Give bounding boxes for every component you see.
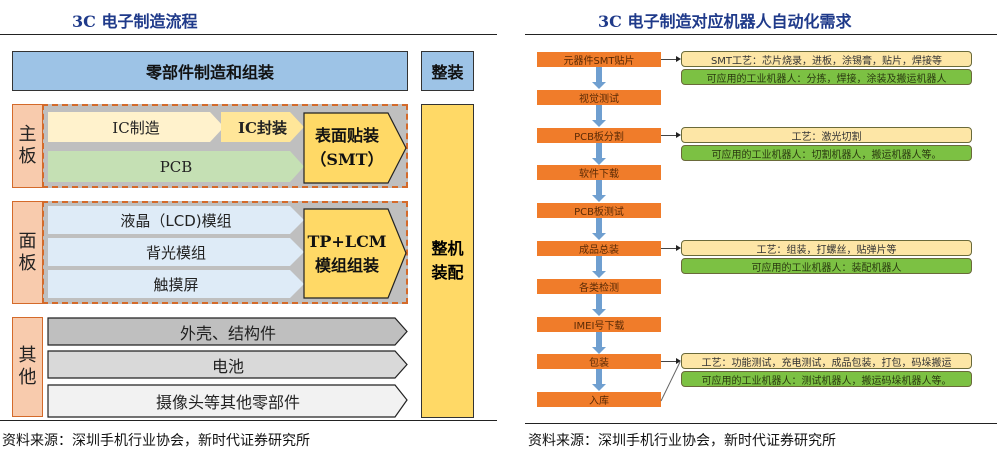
battery-arrow: 电池 xyxy=(47,350,409,379)
pentagon-shape xyxy=(303,112,407,184)
side-char: 其 xyxy=(18,345,37,366)
final-assembly-line: 整机 xyxy=(431,239,464,258)
process-step: 软件下载 xyxy=(537,165,661,180)
pentagon-shape xyxy=(303,208,407,299)
robot-note: 可应用的工业机器人：分拣，焊接，涂装及搬运机器人 xyxy=(681,69,972,85)
process-note: 工艺：组装，打螺丝，贴弹片等 xyxy=(681,240,972,256)
connector-arrow-icon xyxy=(661,245,681,251)
process-step: PCB板分割 xyxy=(537,128,661,143)
down-arrow-icon xyxy=(592,218,606,240)
arrow-label: 电池 xyxy=(211,356,244,376)
process-step: 元器件SMT贴片 xyxy=(537,52,661,67)
process-note: SMT工艺：芯片烧录，进板，涂锡膏，贴片，焊接等 xyxy=(681,51,972,67)
process-step: 视觉测试 xyxy=(537,90,661,105)
arrow-label: 外壳、结构件 xyxy=(179,323,276,343)
down-arrow-icon xyxy=(592,332,606,354)
mainboard-side-label: 主 板 xyxy=(12,104,43,188)
down-arrow-icon xyxy=(592,180,606,202)
backlight-module-arrow: 背光模组 xyxy=(48,238,304,266)
right-title-rule xyxy=(525,34,997,35)
lcd-module-arrow: 液晶（LCD)模组 xyxy=(48,206,304,234)
robot-note: 可应用的工业机器人：测试机器人，搬运码垛机器人等。 xyxy=(681,371,972,387)
assembly-line: 表面贴装 xyxy=(314,126,379,145)
final-assembly-line: 装配 xyxy=(431,263,464,282)
left-bottom-rule xyxy=(0,420,497,421)
components-header: 零部件制造和组装 xyxy=(12,51,408,91)
process-step: PCB板测试 xyxy=(537,203,661,218)
ic-manufacturing-arrow: IC制造 xyxy=(48,112,224,142)
chevron-shape xyxy=(47,350,408,379)
process-step: IMEI号下载 xyxy=(537,317,661,332)
connector-line xyxy=(660,361,681,402)
left-title-rule xyxy=(0,34,497,35)
arrow-label: 摄像头等其他零部件 xyxy=(155,393,300,412)
right-source-note: 资料来源：深圳手机行业协会，新时代证券研究所 xyxy=(528,433,836,449)
side-char: 他 xyxy=(18,367,37,388)
pcb-arrow: PCB xyxy=(48,151,304,182)
down-arrow-icon xyxy=(592,143,606,165)
right-bottom-rule xyxy=(525,423,997,424)
final-assembly-bar: 整机 装配 xyxy=(421,104,474,418)
process-note: 工艺：激光切割 xyxy=(681,127,972,143)
assembly-line: （SMT） xyxy=(310,150,384,169)
ic-packaging-arrow: IC封装 xyxy=(221,112,304,142)
smt-assembly-pentagon: 表面贴装 （SMT） xyxy=(303,112,407,184)
camera-parts-arrow: 摄像头等其他零部件 xyxy=(47,384,409,418)
robot-note: 可应用的工业机器人：切割机器人，搬运机器人等。 xyxy=(681,145,972,161)
chevron-shape xyxy=(47,317,408,346)
side-char: 面 xyxy=(18,230,37,252)
side-char: 板 xyxy=(18,252,37,274)
assembly-line: 模组组装 xyxy=(314,255,379,275)
connector-arrow-icon xyxy=(661,132,681,138)
housing-arrow: 外壳、结构件 xyxy=(47,317,409,346)
chevron-shape xyxy=(47,384,408,418)
down-arrow-icon xyxy=(592,369,606,391)
right-panel-title: 3C 电子制造对应机器人自动化需求 xyxy=(598,12,852,31)
down-arrow-icon xyxy=(592,294,606,316)
process-step: 入库 xyxy=(537,392,661,407)
connector-arrow-icon xyxy=(661,358,681,364)
other-side-label: 其 他 xyxy=(12,317,43,417)
side-char: 主 xyxy=(18,124,37,145)
panel-side-label: 面 板 xyxy=(12,201,43,304)
down-arrow-icon xyxy=(592,105,606,127)
left-source-note: 资料来源：深圳手机行业协会，新时代证券研究所 xyxy=(2,433,310,449)
side-char: 板 xyxy=(18,146,37,167)
down-arrow-icon xyxy=(592,256,606,278)
left-panel-title: 3C 电子制造流程 xyxy=(72,12,198,31)
connector-arrow-icon xyxy=(661,56,681,62)
tp-lcm-assembly-pentagon: TP+LCM 模组组装 xyxy=(303,208,407,299)
process-step: 各类检测 xyxy=(537,279,661,294)
process-note: 工艺：功能测试，充电测试，成品包装，打包，码垛搬运 xyxy=(681,353,972,369)
final-header: 整装 xyxy=(421,51,474,91)
touchscreen-arrow: 触摸屏 xyxy=(48,270,304,298)
assembly-line: TP+LCM xyxy=(307,231,387,251)
robot-note: 可应用的工业机器人：装配机器人 xyxy=(681,258,972,274)
process-step: 包装 xyxy=(537,354,661,369)
process-step: 成品总装 xyxy=(537,241,661,256)
down-arrow-icon xyxy=(592,67,606,89)
